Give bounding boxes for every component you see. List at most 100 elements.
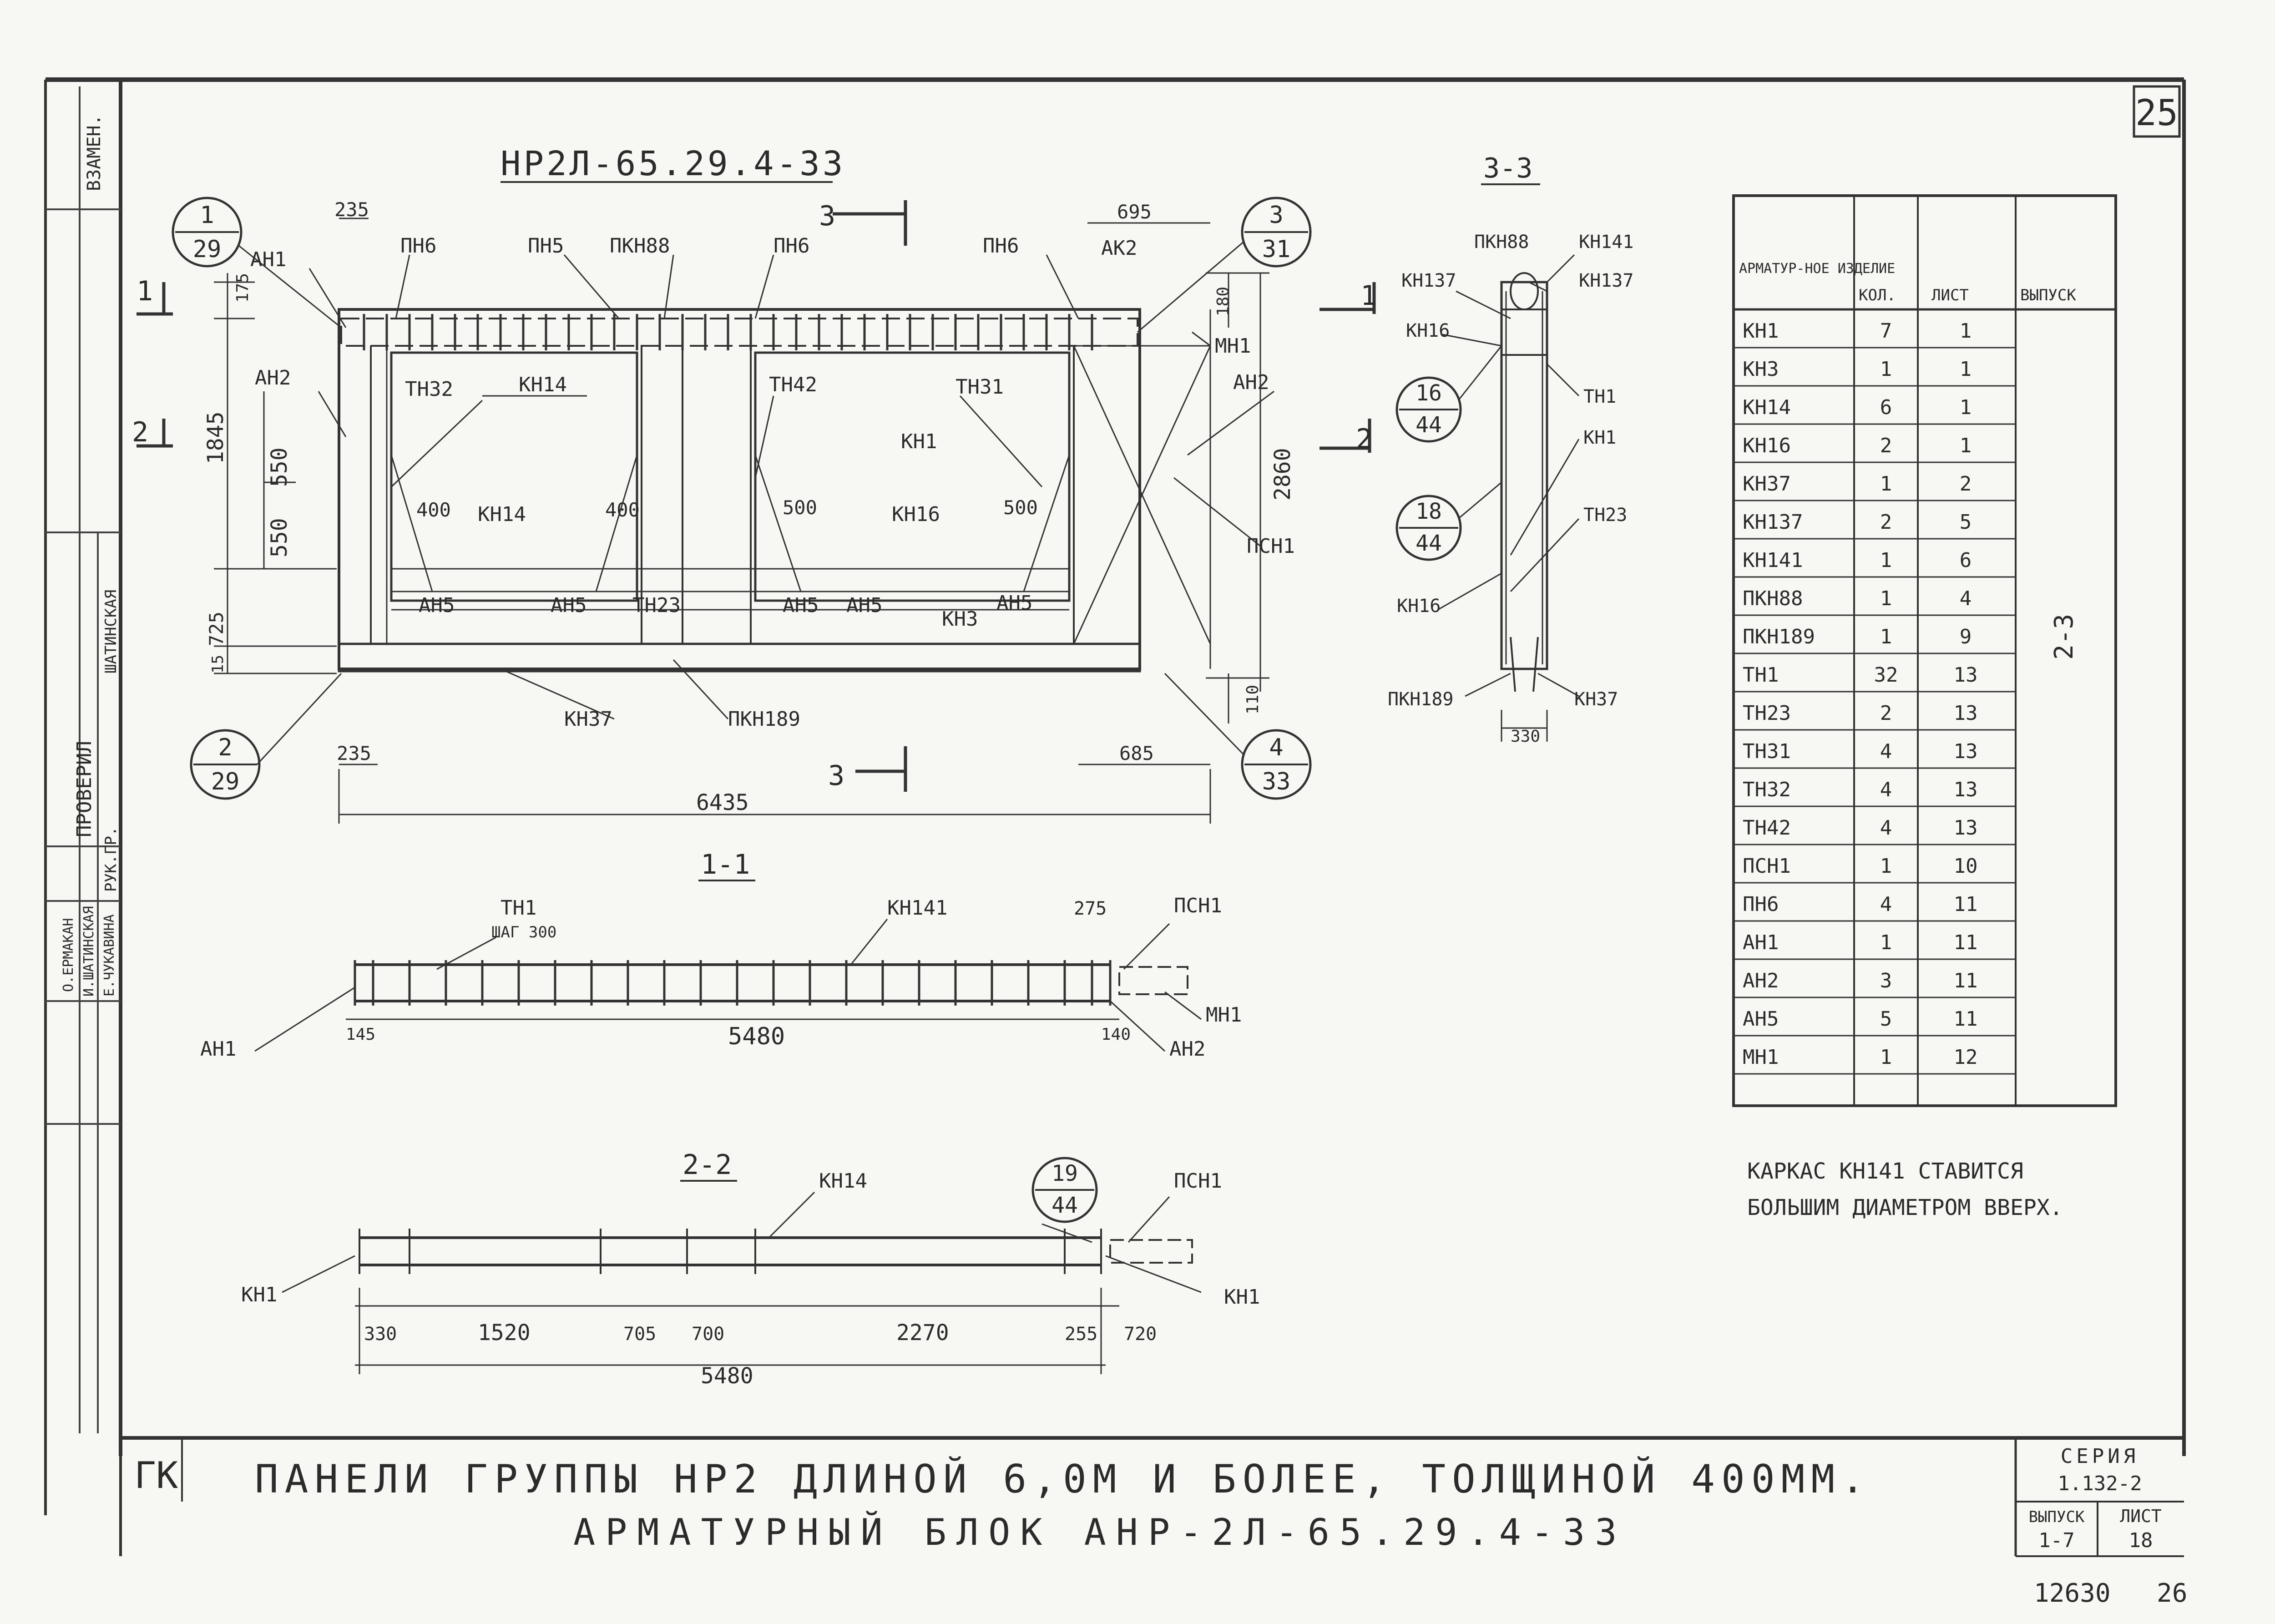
svg-text:АН2: АН2 (1169, 1037, 1205, 1061)
svg-text:1: 1 (200, 202, 214, 229)
label-kn37: КН37 (564, 708, 612, 731)
spec-cell: 2 (1880, 702, 1892, 725)
svg-text:705: 705 (623, 1324, 656, 1345)
svg-text:КН1: КН1 (1224, 1285, 1260, 1309)
label-kn16: КН16 (892, 503, 940, 526)
spec-cell: ПН6 (1743, 893, 1779, 916)
svg-text:КН14: КН14 (819, 1169, 867, 1193)
svg-text:400: 400 (605, 499, 640, 521)
svg-text:3: 3 (1269, 202, 1283, 229)
section-22-body (355, 1229, 1193, 1374)
section-33-labels: ПКН88 КН141 КН137 КН137 КН16 ТН1 КН1 ТН2… (1388, 232, 1633, 746)
spec-cell: 4 (1880, 778, 1892, 801)
svg-text:КН137: КН137 (1401, 270, 1456, 291)
svg-text:720: 720 (1124, 1324, 1157, 1345)
spec-cell: АН1 (1743, 931, 1779, 954)
svg-text:2860: 2860 (1270, 448, 1295, 501)
cut-2-label: 2 (132, 416, 148, 448)
svg-text:ПКН88: ПКН88 (1474, 232, 1529, 253)
shatinskaya-label: ШАТИНСКАЯ (102, 590, 120, 673)
spec-cell: 1 (1880, 549, 1892, 572)
name-2: И.ШАТИНСКАЯ (81, 906, 97, 997)
note-line-1: КАРКАС КН141 СТАВИТСЯ (1747, 1159, 2023, 1184)
svg-text:КН141: КН141 (887, 896, 947, 920)
title-line-1: ПАНЕЛИ ГРУППЫ НР2 ДЛИНОЙ 6,0М И БОЛЕЕ, Т… (255, 1456, 1871, 1502)
spec-cell: 11 (1954, 931, 1978, 954)
spec-cell: 3 (1880, 969, 1892, 992)
label-kn3: КН3 (942, 607, 978, 631)
svg-text:ШАГ 300: ШАГ 300 (491, 923, 556, 941)
spec-cell: 1 (1880, 625, 1892, 648)
svg-text:КН16: КН16 (1406, 320, 1450, 341)
spec-cell: 13 (1954, 778, 1978, 801)
spec-cell: ПСН1 (1743, 855, 1791, 878)
svg-text:255: 255 (1065, 1324, 1097, 1345)
vypusk-label: ВЫПУСК (2029, 1508, 2085, 1526)
spec-cell: 1 (1880, 472, 1892, 496)
spec-cell: ТН1 (1743, 663, 1779, 687)
svg-text:2: 2 (218, 734, 232, 761)
svg-text:685: 685 (1119, 742, 1154, 764)
title-line-2: АРМАТУРНЫЙ БЛОК АНР-2Л-65.29.4-33 (573, 1511, 1627, 1553)
spec-cell: 1 (1880, 855, 1892, 878)
svg-text:ЛИСТ: ЛИСТ (1931, 286, 1969, 304)
left-strip (46, 86, 121, 1433)
svg-text:695: 695 (1117, 201, 1152, 223)
label-pn6-b: ПН6 (774, 234, 809, 258)
rukgr-label: РУК.ГР. (102, 827, 120, 892)
label-tn31: ТН31 (956, 375, 1004, 399)
label-kn14-b: КН14 (478, 503, 526, 526)
top-rebar-ticks (363, 314, 1093, 350)
svg-text:725: 725 (205, 612, 228, 646)
spec-cell: 7 (1880, 319, 1892, 343)
callout-18-44: 18 44 (1395, 481, 1502, 561)
section-11-title: 1-1 (701, 849, 750, 880)
svg-text:500: 500 (783, 496, 817, 519)
label-an5-2: АН5 (551, 594, 586, 617)
svg-text:МН1: МН1 (1206, 1003, 1242, 1027)
svg-text:330: 330 (364, 1324, 397, 1345)
spec-cell: КН37 (1743, 472, 1791, 496)
svg-text:19: 19 (1052, 1161, 1078, 1186)
spec-cell: 13 (1954, 663, 1978, 687)
label-an2-right: АН2 (1233, 371, 1269, 394)
callout-16-44: 16 44 (1395, 345, 1502, 443)
svg-text:44: 44 (1052, 1193, 1078, 1218)
svg-text:ТН23: ТН23 (1583, 505, 1627, 526)
svg-text:400: 400 (416, 499, 451, 521)
label-an2-left: АН2 (255, 366, 291, 390)
spec-cell: КН16 (1743, 434, 1791, 457)
svg-text:4: 4 (1269, 734, 1283, 761)
spec-cell: 1 (1960, 319, 1972, 343)
label-an1: АН1 (250, 248, 286, 271)
callout-19-44: 19 44 (1031, 1157, 1098, 1223)
svg-text:КН1: КН1 (241, 1283, 277, 1306)
label-pn6-a: ПН6 (400, 234, 436, 258)
spec-cell: КН137 (1743, 511, 1803, 534)
label-tn42: ТН42 (769, 373, 817, 396)
svg-text:1520: 1520 (478, 1320, 531, 1346)
svg-text:КН16: КН16 (1397, 596, 1441, 617)
inventory-suffix: 26 (2157, 1578, 2187, 1608)
spec-cell: 2 (1880, 511, 1892, 534)
label-an5-1: АН5 (419, 594, 455, 617)
svg-text:КН37: КН37 (1574, 689, 1618, 710)
spec-cell: ТН23 (1743, 702, 1791, 725)
label-kn1: КН1 (901, 430, 937, 453)
label-pkn189: ПКН189 (728, 708, 800, 731)
spec-cell: 2 (1960, 472, 1972, 496)
svg-text:29: 29 (211, 768, 240, 795)
svg-text:180: 180 (1214, 287, 1233, 316)
cut-1-label: 1 (136, 275, 153, 307)
svg-text:29: 29 (193, 236, 222, 263)
svg-text:1845: 1845 (203, 411, 228, 464)
spec-cell: ТН42 (1743, 816, 1791, 840)
section-11-leaders (254, 919, 1202, 1052)
main-view-title: НР2Л-65.29.4-33 (500, 144, 845, 183)
callout-2-29: 2 29 (190, 729, 261, 800)
spec-cell: 4 (1880, 893, 1892, 916)
inventory-number: 12630 (2034, 1578, 2111, 1608)
label-pkn88: ПКН88 (610, 234, 670, 258)
spec-cell: АН2 (1743, 969, 1779, 992)
